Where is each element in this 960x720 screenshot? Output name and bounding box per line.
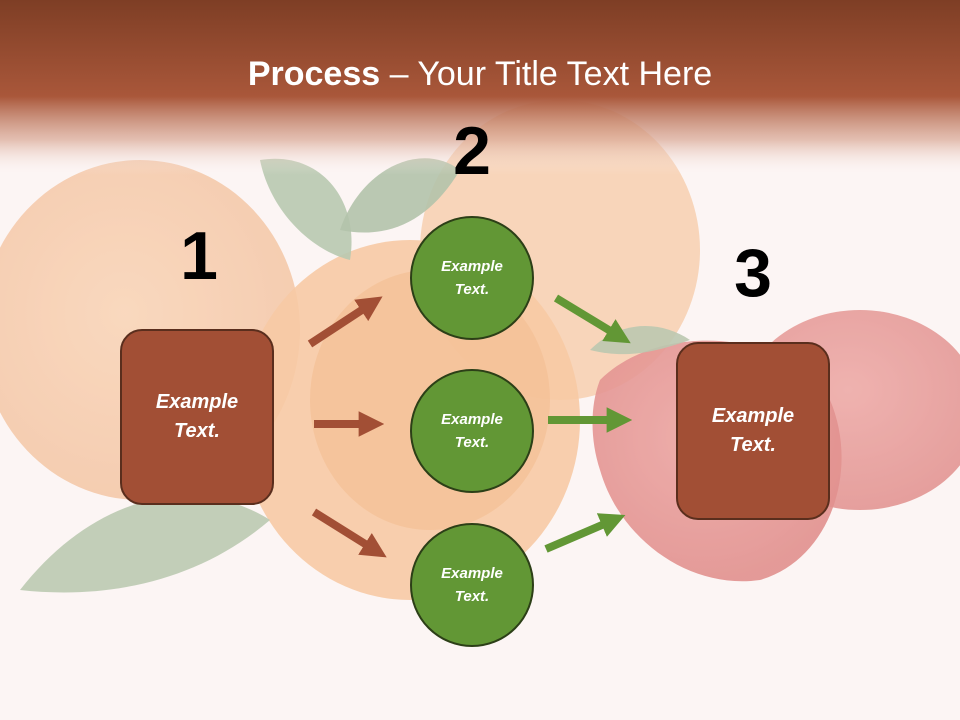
leaf-bottom <box>20 495 270 593</box>
process-circle-bottom-text: Example Text. <box>441 565 503 605</box>
arrow-1-to-top <box>307 296 383 348</box>
arrow-bottom-to-3 <box>544 513 626 553</box>
process-circle-middle-text: Example Text. <box>441 411 503 451</box>
leaf-top <box>260 158 352 260</box>
step-box-1: Example Text. <box>120 329 274 505</box>
arrow-1-to-bottom <box>311 508 387 558</box>
title-bold: Process <box>247 55 381 93</box>
step-number-1: 1 <box>180 218 218 294</box>
header-band <box>0 0 960 175</box>
step-box-3-text: Example Text. <box>711 405 795 456</box>
step-box-3: Example Text. <box>676 342 830 520</box>
process-circle-top-text: Example Text. <box>441 258 503 298</box>
page-title: Process – Your Title Text Here <box>0 52 960 96</box>
process-circle-middle: Example Text. <box>410 369 534 493</box>
title-rest: – Your Title Text Here <box>380 55 713 93</box>
step-box-1-text: Example Text. <box>155 391 239 442</box>
leaf-top-2 <box>340 158 460 233</box>
step-number-2: 2 <box>453 113 491 189</box>
arrow-top-to-3 <box>553 294 631 344</box>
step-number-3: 3 <box>734 235 772 311</box>
process-circle-bottom: Example Text. <box>410 523 534 647</box>
process-circle-top: Example Text. <box>410 216 534 340</box>
